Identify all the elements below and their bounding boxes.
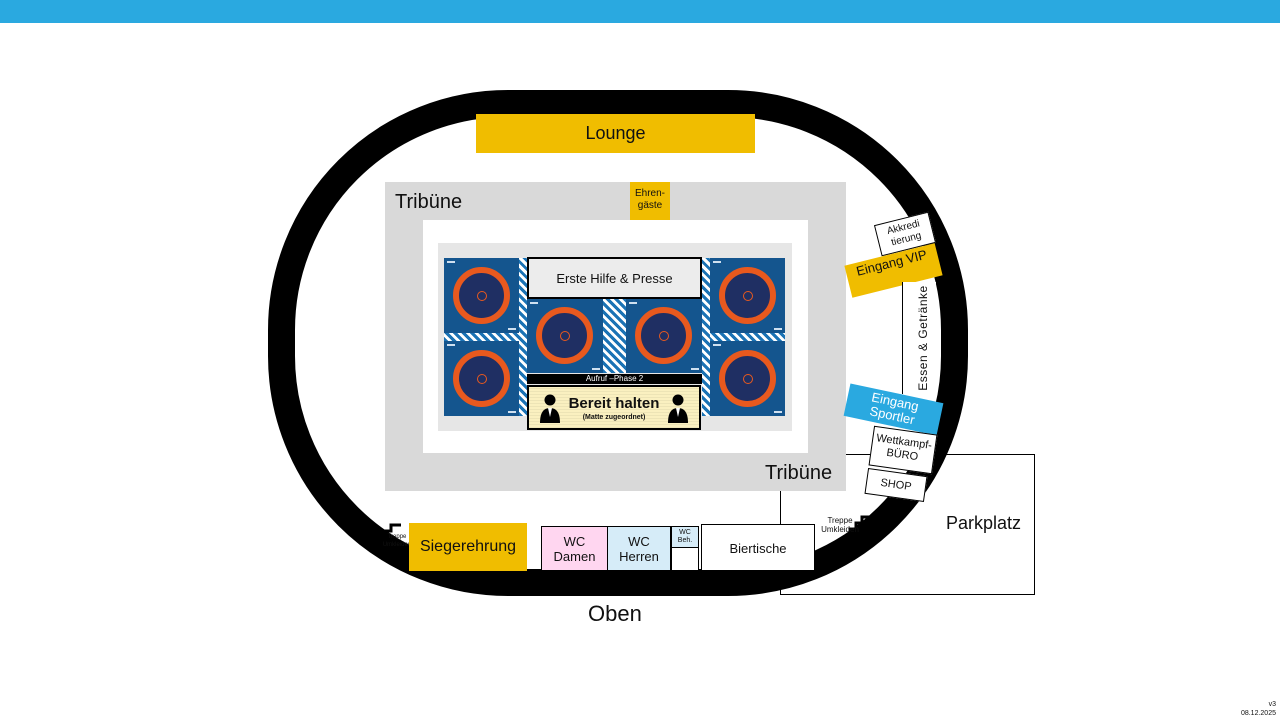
tribune-label-bottom: Tribüne <box>765 462 833 484</box>
wc-damen-label: WC Damen <box>553 534 596 564</box>
mat-6 <box>710 341 785 416</box>
version-info: v3 08.12.2025 <box>1241 700 1276 718</box>
treppe-umkleiden-right: Treppe Umkleiden <box>821 516 859 534</box>
bereit-subtitle: (Matte zugeordnet) <box>582 414 646 421</box>
biertische-label: Biertische <box>729 541 787 556</box>
separator-stripe <box>603 299 626 373</box>
erste-hilfe-presse-box: Erste Hilfe & Presse <box>527 257 702 299</box>
aufruf-banner: Aufruf –Phase 2 <box>527 374 702 384</box>
wc-herren-label: WC Herren <box>619 534 659 564</box>
lounge-label: Lounge <box>585 123 646 143</box>
siegerehrung-box: Siegerehrung <box>409 523 527 571</box>
separator-stripe <box>702 258 710 416</box>
mat-2 <box>444 341 519 416</box>
mat-5 <box>710 258 785 333</box>
bereit-title: Bereit halten <box>568 395 660 412</box>
bereit-halten-box: Bereit halten (Matte zugeordnet) <box>527 385 701 430</box>
mat-3 <box>527 299 603 373</box>
top-accent-bar <box>0 0 1280 23</box>
treppe-umkleiden-left: Treppe Umkleiden <box>382 534 412 548</box>
person-icon <box>540 394 560 423</box>
wc-beh-spacer <box>671 547 699 571</box>
mat-1 <box>444 258 519 333</box>
stairs-icon <box>848 515 872 534</box>
essen-getraenke-box <box>902 282 936 394</box>
lounge-area: Lounge <box>476 114 755 153</box>
ehrengaeste-box: Ehren-gäste <box>630 182 670 220</box>
mat-4 <box>626 299 702 373</box>
siegerehrung-label: Siegerehrung <box>419 538 517 555</box>
wc-beh-label: WC Beh. <box>677 529 693 544</box>
shop-label: SHOP <box>879 476 913 494</box>
wc-beh-box: WC Beh. <box>671 526 699 548</box>
separator-stripe <box>710 333 785 341</box>
essen-getraenke-label: Essen & Getränke <box>916 285 930 391</box>
person-icon <box>668 394 688 423</box>
oben-label: Oben <box>588 601 642 626</box>
tribune-label-top: Tribüne <box>395 191 463 213</box>
separator-stripe <box>444 333 519 341</box>
wettkampf-buero-label: Wettkampf-BÜRO <box>875 432 933 464</box>
wc-damen-box: WC Damen <box>541 526 608 571</box>
stairs-icon <box>377 523 401 542</box>
akkreditierung-label: Akkredi tierung <box>885 218 923 249</box>
date-label: 08.12.2025 <box>1240 710 1276 717</box>
version-label: v3 <box>1268 701 1276 708</box>
parkplatz-label: Parkplatz <box>946 513 1022 533</box>
biertische-box: Biertische <box>701 524 815 571</box>
wc-herren-box: WC Herren <box>607 526 671 571</box>
erste-hilfe-label: Erste Hilfe & Presse <box>556 270 673 286</box>
separator-stripe <box>519 258 527 416</box>
